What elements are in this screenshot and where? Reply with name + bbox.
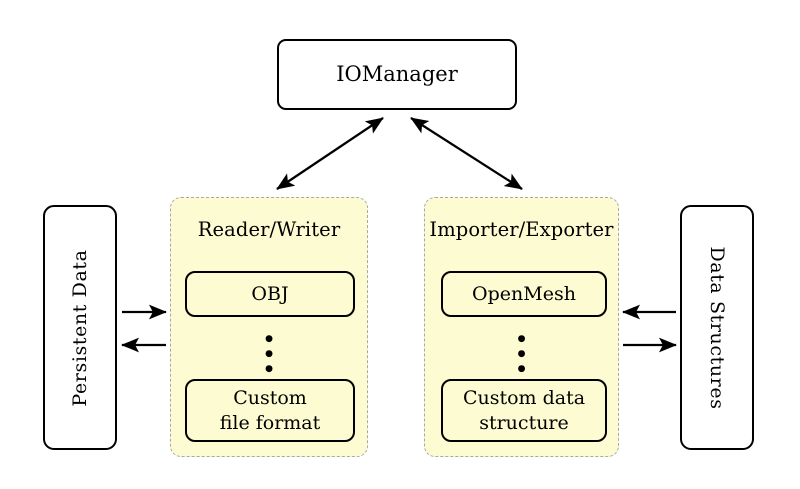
reader-custom-file-format-box[interactable]: Custom file format bbox=[185, 379, 355, 442]
iomanager-label: IOManager bbox=[336, 62, 458, 87]
reader-writer-group[interactable]: Reader/Writer OBJ ●●● Custom file format bbox=[170, 197, 368, 457]
importer-ellipsis-icon: ●●● bbox=[517, 334, 526, 374]
persistent-data-label: Persistent Data bbox=[69, 248, 91, 407]
arrow-manager-reader-writer bbox=[276, 117, 384, 190]
importer-custom-data-structure-line-1: Custom data bbox=[462, 387, 586, 410]
reader-custom-file-format-line-1: Custom bbox=[233, 387, 307, 410]
importer-exporter-group[interactable]: Importer/Exporter OpenMesh ●●● Custom da… bbox=[424, 197, 619, 457]
importer-openmesh-label: OpenMesh bbox=[472, 282, 576, 305]
importer-openmesh-box[interactable]: OpenMesh bbox=[441, 271, 607, 317]
importer-custom-data-structure-line-2: structure bbox=[479, 411, 569, 434]
importer-custom-data-structure-box[interactable]: Custom data structure bbox=[441, 379, 607, 442]
reader-custom-file-format-line-2: file format bbox=[219, 411, 321, 434]
reader-obj-box[interactable]: OBJ bbox=[185, 271, 355, 317]
data-structures-label: Data Structures bbox=[706, 245, 728, 410]
reader-obj-label: OBJ bbox=[251, 282, 289, 305]
reader-ellipsis-icon: ●●● bbox=[265, 334, 273, 374]
arrow-manager-importer-exporter bbox=[410, 117, 523, 190]
importer-exporter-group-title: Importer/Exporter bbox=[429, 218, 614, 241]
data-structures-box[interactable]: Data Structures bbox=[680, 205, 754, 450]
persistent-data-box[interactable]: Persistent Data bbox=[43, 205, 117, 450]
reader-writer-group-title: Reader/Writer bbox=[197, 218, 341, 241]
iomanager-box[interactable]: IOManager bbox=[277, 39, 517, 110]
